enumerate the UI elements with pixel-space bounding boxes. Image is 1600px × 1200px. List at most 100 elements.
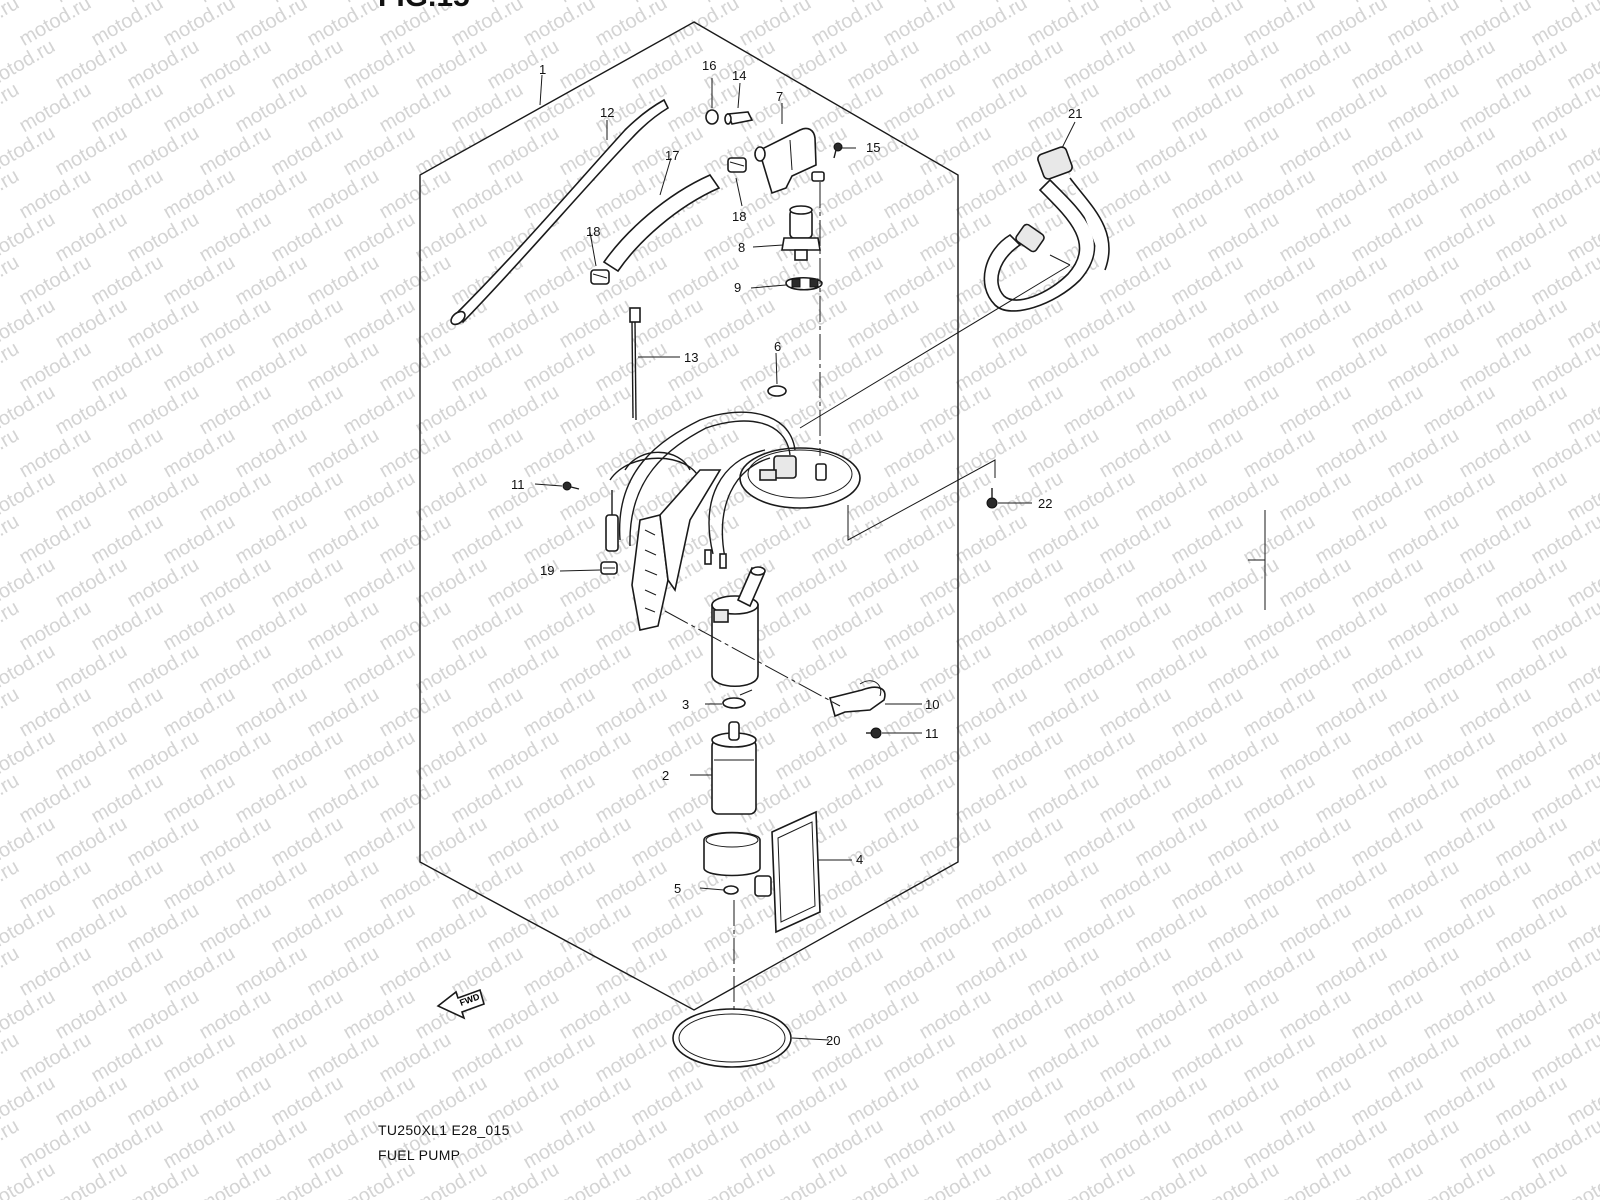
watermark-text: motod.ru	[1348, 35, 1427, 94]
watermark-text: motod.ru	[0, 1029, 23, 1088]
watermark-text: motod.ru	[592, 769, 671, 828]
watermark-text: motod.ru	[0, 597, 23, 656]
watermark-text: motod.ru	[484, 640, 563, 699]
watermark-text: motod.ru	[1024, 338, 1103, 397]
watermark-text: motod.ru	[952, 1029, 1031, 1088]
watermark-text: motod.ru	[1168, 683, 1247, 742]
watermark-text: motod.ru	[1420, 813, 1499, 872]
watermark-text: motod.ru	[1456, 251, 1535, 310]
callout-19: 19	[540, 563, 554, 578]
watermark-text: motod.ru	[124, 294, 203, 353]
watermark-text: motod.ru	[1168, 1029, 1247, 1088]
watermark-text: motod.ru	[1096, 338, 1175, 397]
watermark-text: motod.ru	[520, 79, 599, 138]
watermark-text: motod.ru	[448, 769, 527, 828]
watermark-text: motod.ru	[1456, 1029, 1535, 1088]
part-10-pump-band	[829, 680, 886, 718]
watermark-text: motod.ru	[52, 208, 131, 267]
watermark-text: motod.ru	[1060, 726, 1139, 785]
watermark-text: motod.ru	[988, 1072, 1067, 1131]
watermark-text: motod.ru	[1276, 122, 1355, 181]
watermark-text: motod.ru	[1276, 35, 1355, 94]
watermark-text: motod.ru	[592, 0, 671, 51]
callout-6: 6	[774, 339, 781, 354]
callout-3: 3	[682, 697, 689, 712]
watermark-text: motod.ru	[484, 122, 563, 181]
watermark-text: motod.ru	[0, 79, 23, 138]
watermark-text: motod.ru	[1456, 165, 1535, 224]
watermark-text: motod.ru	[952, 79, 1031, 138]
watermark-text: motod.ru	[196, 985, 275, 1044]
watermark-text: motod.ru	[1060, 985, 1139, 1044]
watermark-text: motod.ru	[88, 1115, 167, 1174]
watermark-text: motod.ru	[1276, 726, 1355, 785]
watermark-text: motod.ru	[592, 856, 671, 915]
watermark-text: motod.ru	[268, 294, 347, 353]
watermark-text: motod.ru	[952, 597, 1031, 656]
watermark-text: motod.ru	[1060, 813, 1139, 872]
watermark-text: motod.ru	[1384, 597, 1463, 656]
watermark-text: motod.ru	[1348, 294, 1427, 353]
watermark-text: motod.ru	[916, 899, 995, 958]
model-code-caption: TU250XL1 E28_015	[378, 1122, 510, 1138]
watermark-text: motod.ru	[1240, 0, 1319, 51]
watermark-text: motod.ru	[772, 1158, 851, 1200]
watermark-text: motod.ru	[412, 899, 491, 958]
watermark-text: motod.ru	[88, 338, 167, 397]
watermark-text: motod.ru	[160, 79, 239, 138]
watermark-text: motod.ru	[1384, 942, 1463, 1001]
watermark-text: motod.ru	[448, 942, 527, 1001]
watermark-text: motod.ru	[628, 1158, 707, 1200]
watermark-text: motod.ru	[1096, 165, 1175, 224]
watermark-text: motod.ru	[1024, 0, 1103, 51]
watermark-text: motod.ru	[628, 35, 707, 94]
watermark-text: motod.ru	[160, 1115, 239, 1174]
watermark-text: motod.ru	[1096, 79, 1175, 138]
watermark-text: motod.ru	[592, 1029, 671, 1088]
watermark-text: motod.ru	[880, 1029, 959, 1088]
watermark-text: motod.ru	[340, 35, 419, 94]
watermark-text: motod.ru	[340, 985, 419, 1044]
watermark-text: motod.ru	[1312, 1115, 1391, 1174]
watermark-text: motod.ru	[1420, 467, 1499, 526]
watermark-text: motod.ru	[1456, 769, 1535, 828]
pump-holder-cylinder	[711, 566, 766, 687]
watermark-text: motod.ru	[412, 208, 491, 267]
watermark-text: motod.ru	[592, 683, 671, 742]
watermark-text: motod.ru	[1024, 79, 1103, 138]
watermark-text: motod.ru	[232, 510, 311, 569]
watermark-text: motod.ru	[916, 122, 995, 181]
watermark-text: motod.ru	[1420, 554, 1499, 613]
watermark-text: motod.ru	[1204, 899, 1283, 958]
watermark-text: motod.ru	[1384, 769, 1463, 828]
watermark-text: motod.ru	[1456, 942, 1535, 1001]
watermark-text: motod.ru	[160, 0, 239, 51]
watermark-text: motod.ru	[304, 338, 383, 397]
watermark-text: motod.ru	[628, 294, 707, 353]
watermark-text: motod.ru	[1492, 640, 1571, 699]
watermark-text: motod.ru	[1456, 856, 1535, 915]
watermark-text: motod.ru	[772, 554, 851, 613]
watermark-text: motod.ru	[268, 35, 347, 94]
watermark-text: motod.ru	[916, 1072, 995, 1131]
watermark-text: motod.ru	[0, 856, 23, 915]
watermark-text: motod.ru	[1384, 856, 1463, 915]
watermark-text: motod.ru	[232, 597, 311, 656]
watermark-text: motod.ru	[124, 554, 203, 613]
watermark-text: motod.ru	[124, 813, 203, 872]
watermark-text: motod.ru	[628, 899, 707, 958]
watermark-text: motod.ru	[736, 1115, 815, 1174]
watermark-text: motod.ru	[1276, 813, 1355, 872]
watermark-text: motod.ru	[52, 467, 131, 526]
watermark-text: motod.ru	[1132, 35, 1211, 94]
watermark-text: motod.ru	[268, 122, 347, 181]
watermark-text: motod.ru	[880, 424, 959, 483]
watermark-text: motod.ru	[844, 899, 923, 958]
watermark-text: motod.ru	[1348, 1158, 1427, 1200]
watermark-text: motod.ru	[88, 683, 167, 742]
watermark-text: motod.ru	[268, 640, 347, 699]
watermark-text: motod.ru	[844, 985, 923, 1044]
watermark-text: motod.ru	[1204, 726, 1283, 785]
watermark-text: motod.ru	[1384, 1115, 1463, 1174]
watermark-text: motod.ru	[232, 0, 311, 51]
